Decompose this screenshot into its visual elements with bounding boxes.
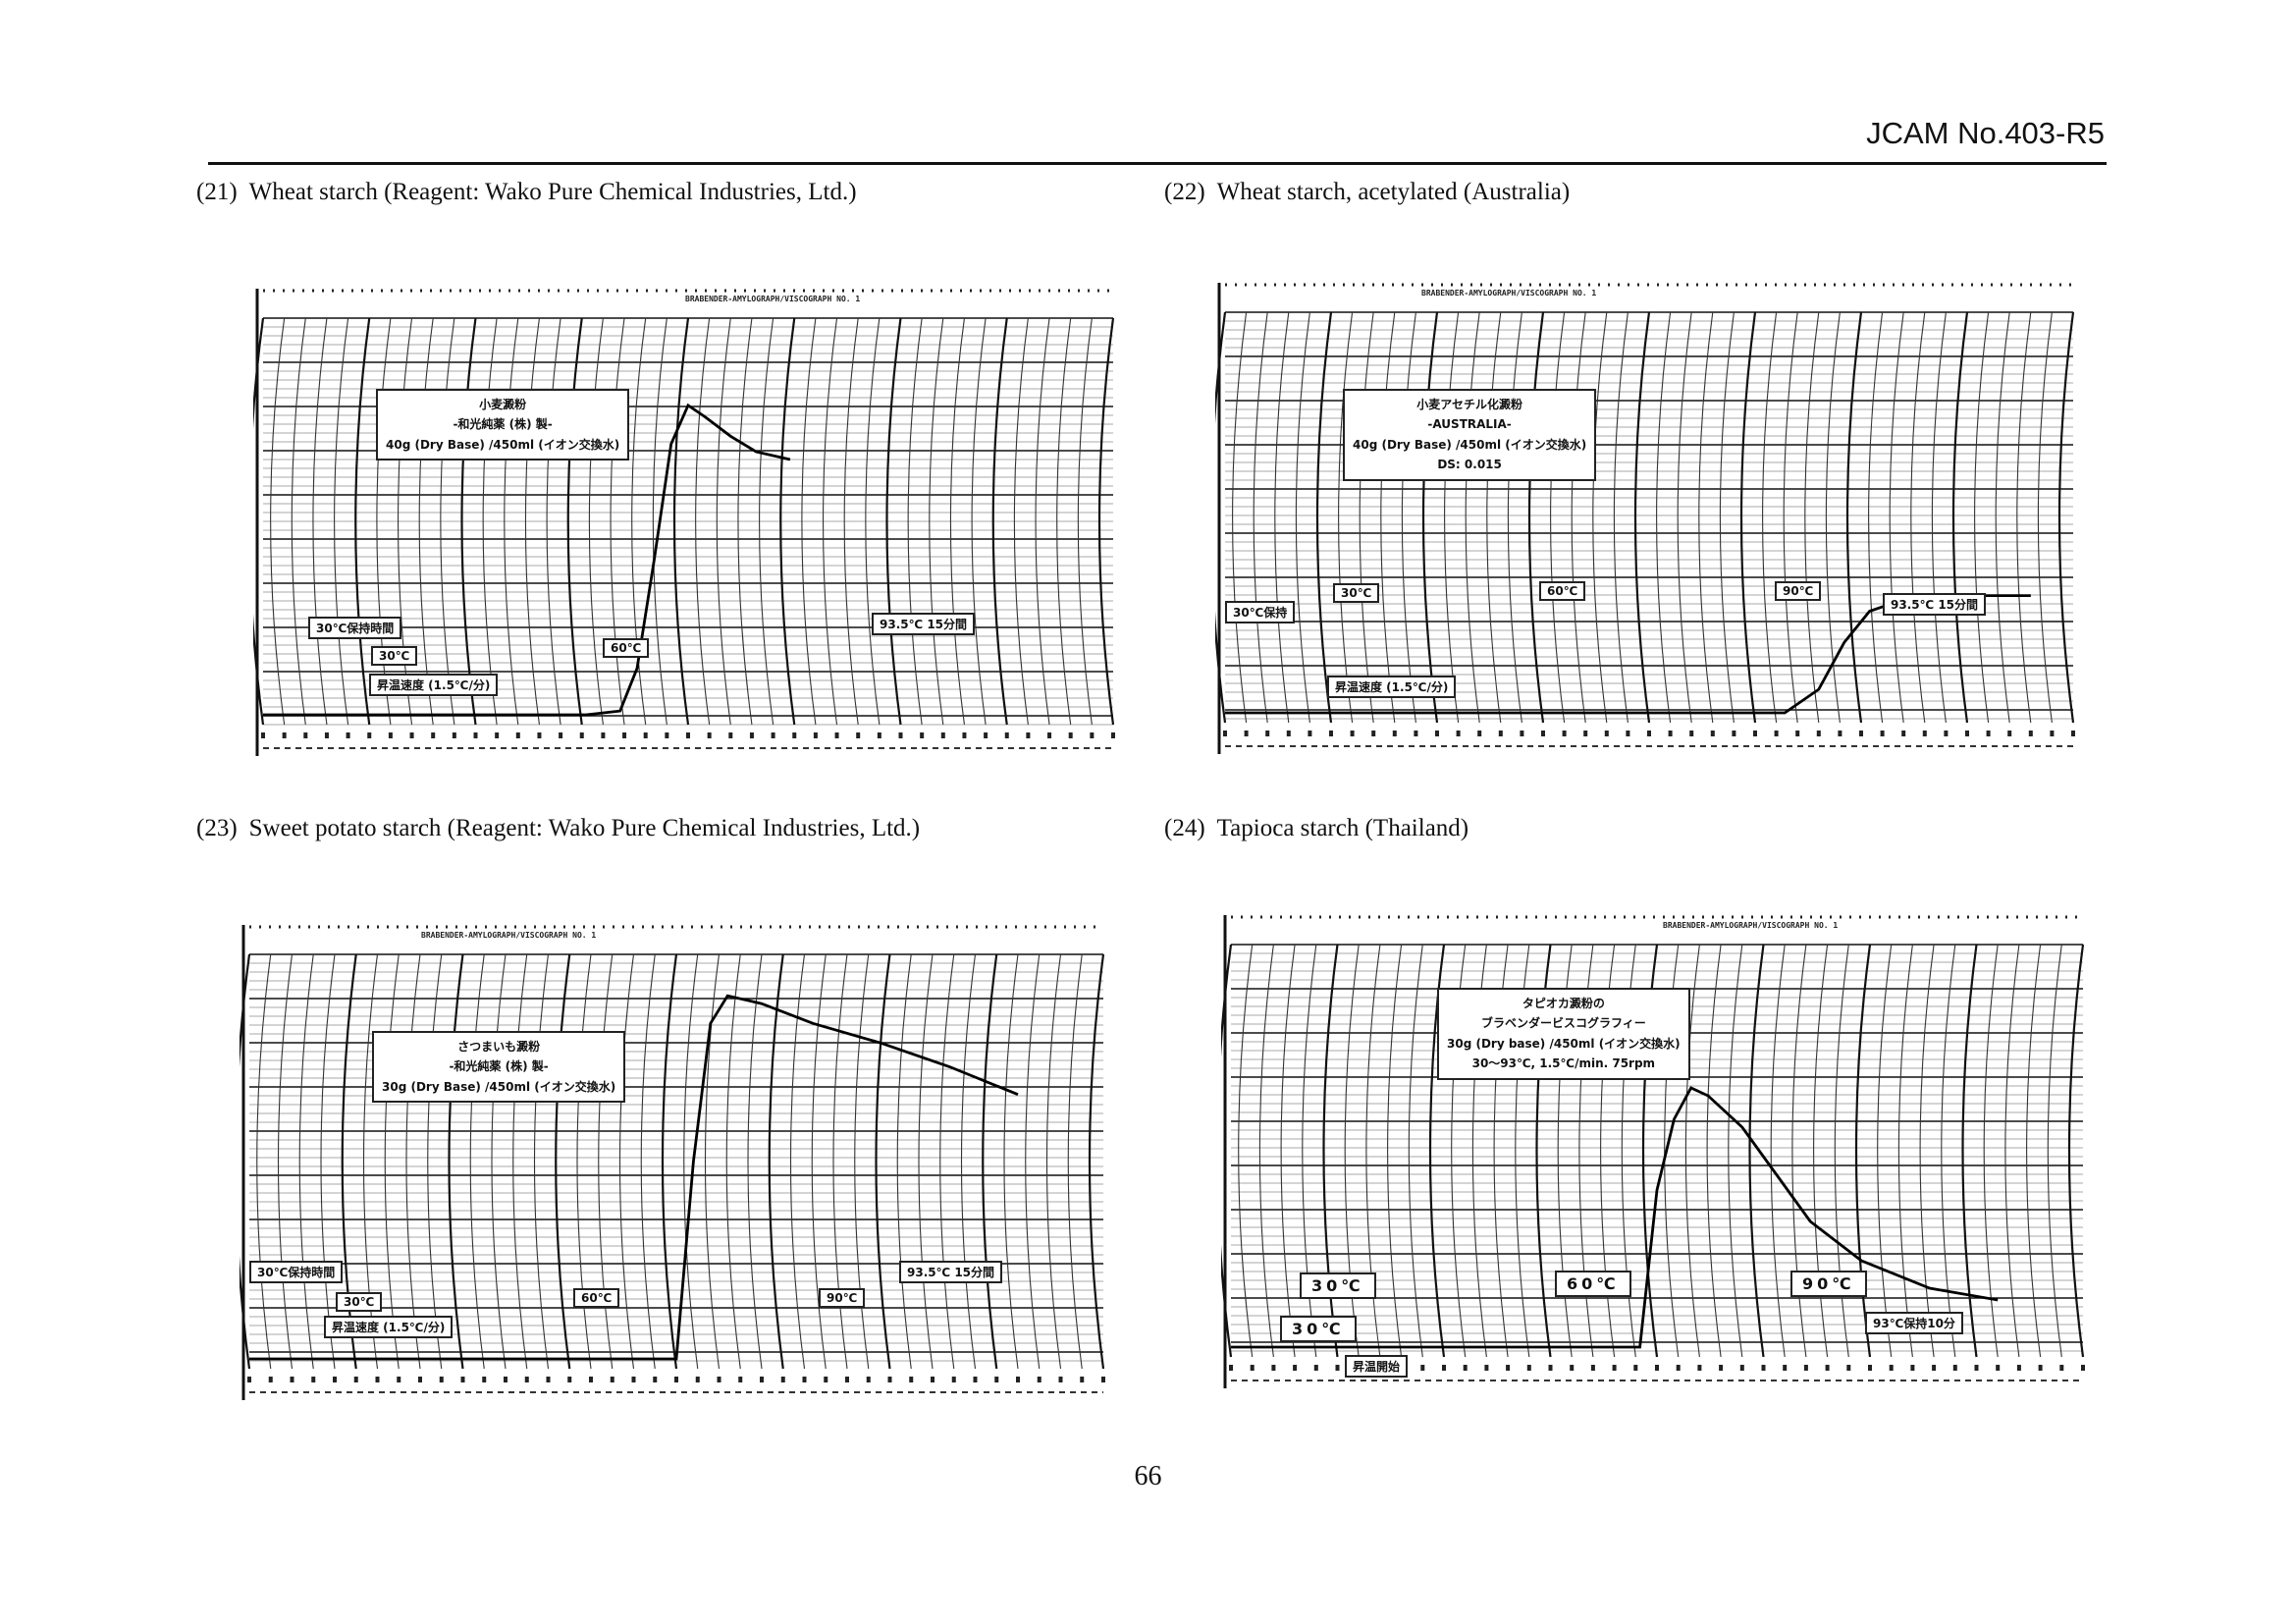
caption-23: (23) Sweet potato starch (Reagent: Wako P…	[196, 815, 920, 842]
sample-label: 小麦アセチル化澱粉 -AUSTRALIA- 40g (Dry Base) /45…	[1343, 389, 1597, 481]
caption-text: Tapioca starch (Thailand)	[1216, 815, 1469, 841]
temp-label: 90℃	[819, 1288, 866, 1308]
caption-text: Sweet potato starch (Reagent: Wako Pure …	[248, 815, 921, 841]
caption-21: (21) Wheat starch (Reagent: Wako Pure Che…	[196, 179, 857, 206]
temp-label: 93.5℃ 15分間	[899, 1261, 1003, 1283]
viscosity-curve	[249, 994, 1019, 1361]
label-line: 30g (Dry base) /450ml (イオン交換水)	[1447, 1036, 1681, 1051]
temp-label: 30℃	[1300, 1272, 1376, 1299]
temp-label: 30℃保持時間	[249, 1261, 344, 1283]
chart-header-text: BRABENDER-AMYLOGRAPH/VISCOGRAPH NO. 1	[685, 295, 861, 303]
chart-header-text: BRABENDER-AMYLOGRAPH/VISCOGRAPH NO. 1	[421, 931, 597, 940]
label-line: 40g (Dry Base) /450ml (イオン交換水)	[386, 437, 620, 452]
amylograph-chart-23: BRABENDER-AMYLOGRAPH/VISCOGRAPH NO. 1 さつ…	[240, 915, 1113, 1404]
caption-number: (22)	[1164, 179, 1205, 205]
label-line: DS: 0.015	[1437, 458, 1502, 472]
temp-label: 30℃	[336, 1292, 383, 1312]
caption-number: (21)	[196, 179, 238, 205]
caption-number: (24)	[1164, 815, 1205, 841]
temp-label: 90℃	[1775, 581, 1822, 601]
chart-header-text: BRABENDER-AMYLOGRAPH/VISCOGRAPH NO. 1	[1663, 921, 1839, 930]
temp-label: 昇温開始	[1345, 1355, 1409, 1378]
temp-label: 昇温速度 (1.5℃/分)	[324, 1316, 454, 1338]
label-line: -AUSTRALIA-	[1427, 417, 1512, 432]
caption-24: (24) Tapioca starch (Thailand)	[1164, 815, 1468, 842]
label-line: ブラベンダービスコグラフィー	[1480, 1016, 1646, 1031]
label-line: 30g (Dry Base) /450ml (イオン交換水)	[382, 1079, 616, 1094]
temp-label: 60℃	[603, 638, 650, 658]
temp-label: 93.5℃ 15分間	[1883, 593, 1987, 616]
label-line: 30〜93℃, 1.5℃/min. 75rpm	[1471, 1056, 1656, 1071]
page-number: 66	[1134, 1461, 1162, 1491]
sample-label: 小麦澱粉 -和光純薬 (株) 製- 40g (Dry Base) /450ml …	[376, 389, 630, 461]
temp-label: 昇温速度 (1.5℃/分)	[369, 674, 499, 696]
viscosity-curve	[263, 403, 791, 717]
header-rule	[208, 162, 2107, 165]
temp-label: 30℃保持時間	[308, 617, 402, 639]
viscograph-chart-24: BRABENDER-AMYLOGRAPH/VISCOGRAPH NO. 1 タピ…	[1221, 905, 2093, 1392]
viscosity-curve	[1231, 1086, 1999, 1349]
label-line: -和光純薬 (株) 製-	[453, 417, 553, 432]
temp-label: 90℃	[1790, 1271, 1867, 1297]
label-line: さつまいも澱粉	[457, 1040, 541, 1054]
caption-text: Wheat starch, acetylated (Australia)	[1216, 179, 1571, 205]
caption-number: (23)	[196, 815, 238, 841]
sample-label: タピオカ澱粉の ブラベンダービスコグラフィー 30g (Dry base) /4…	[1437, 988, 1690, 1080]
label-line: タピオカ澱粉の	[1522, 997, 1605, 1010]
temp-label: 60℃	[1555, 1271, 1631, 1297]
temp-label: 60℃	[573, 1288, 620, 1308]
label-line: 小麦アセチル化澱粉	[1416, 398, 1522, 411]
temp-label: 93℃保持10分	[1865, 1312, 1963, 1334]
label-line: 小麦澱粉	[479, 398, 527, 411]
temp-label: 30℃保持	[1225, 601, 1296, 623]
sample-label: さつまいも澱粉 -和光純薬 (株) 製- 30g (Dry Base) /450…	[372, 1031, 626, 1104]
temp-label: 30℃	[1333, 583, 1380, 603]
temp-label: 30℃	[371, 646, 418, 666]
label-line: -和光純薬 (株) 製-	[449, 1059, 549, 1074]
amylograph-chart-22: BRABENDER-AMYLOGRAPH/VISCOGRAPH NO. 1 小麦…	[1215, 273, 2083, 758]
amylograph-chart-21: BRABENDER-AMYLOGRAPH/VISCOGRAPH NO. 1 小麦…	[253, 279, 1123, 760]
temp-label: 30℃	[1280, 1316, 1357, 1342]
caption-22: (22) Wheat starch, acetylated (Australia)	[1164, 179, 1570, 206]
label-line: 40g (Dry Base) /450ml (イオン交換水)	[1353, 437, 1587, 452]
chart-header-text: BRABENDER-AMYLOGRAPH/VISCOGRAPH NO. 1	[1421, 289, 1597, 298]
caption-text: Wheat starch (Reagent: Wako Pure Chemica…	[248, 179, 857, 205]
temp-label: 60℃	[1539, 581, 1586, 601]
temp-label: 93.5℃ 15分間	[872, 613, 976, 635]
document-code: JCAM No.403-R5	[1866, 116, 2105, 150]
temp-label: 昇温速度 (1.5℃/分)	[1327, 676, 1457, 698]
